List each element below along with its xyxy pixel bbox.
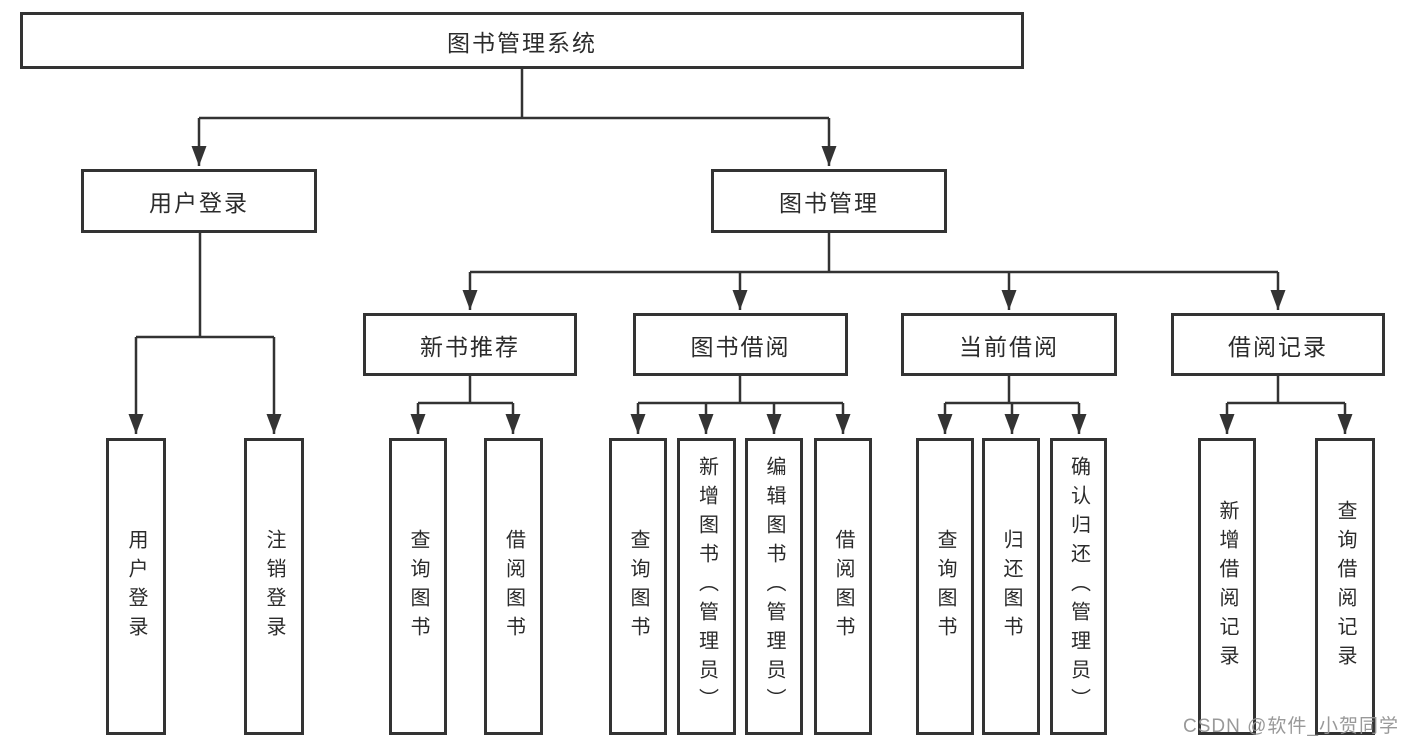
node-book-borrow-label: 图书借阅 bbox=[690, 333, 791, 360]
node-current-borrow: 当前借阅 bbox=[901, 313, 1117, 376]
leaf-add-borrow-record-label: 新增借阅记录 bbox=[1216, 499, 1238, 674]
node-user-login: 用户登录 bbox=[81, 169, 317, 233]
leaf-confirm-return-admin-label: 确认归还（管理员） bbox=[1067, 456, 1090, 717]
leaf-user-login: 用户登录 bbox=[106, 438, 166, 735]
leaf-query-borrow-record: 查询借阅记录 bbox=[1315, 438, 1375, 735]
node-new-book-recommend-label: 新书推荐 bbox=[420, 333, 520, 360]
leaf-return-book: 归还图书 bbox=[982, 438, 1040, 735]
leaf-add-book-admin: 新增图书（管理员） bbox=[677, 438, 736, 735]
node-root-system: 图书管理系统 bbox=[20, 12, 1024, 69]
leaf-borrow-books-recommend-label: 借阅图书 bbox=[502, 528, 525, 645]
leaf-add-book-admin-label: 新增图书（管理员） bbox=[695, 456, 718, 717]
node-book-management: 图书管理 bbox=[711, 169, 947, 233]
watermark: CSDN @软件_小贺同学 bbox=[1183, 716, 1399, 737]
node-new-book-recommend: 新书推荐 bbox=[363, 313, 577, 376]
node-root-system-label: 图书管理系统 bbox=[447, 29, 597, 56]
leaf-query-books-borrow: 查询图书 bbox=[609, 438, 667, 735]
node-borrow-records: 借阅记录 bbox=[1171, 313, 1385, 376]
leaf-return-book-label: 归还图书 bbox=[1000, 528, 1022, 645]
node-current-borrow-label: 当前借阅 bbox=[959, 333, 1059, 360]
leaf-add-borrow-record: 新增借阅记录 bbox=[1198, 438, 1256, 735]
leaf-query-books-recommend-label: 查询图书 bbox=[407, 528, 429, 645]
leaf-confirm-return-admin: 确认归还（管理员） bbox=[1050, 438, 1107, 735]
leaf-query-books-borrow-label: 查询图书 bbox=[627, 528, 649, 645]
leaf-borrow-books-label: 借阅图书 bbox=[832, 528, 854, 645]
leaf-edit-book-admin: 编辑图书（管理员） bbox=[745, 438, 803, 735]
leaf-logout-label: 注销登录 bbox=[263, 528, 285, 645]
leaf-edit-book-admin-label: 编辑图书（管理员） bbox=[763, 456, 785, 717]
leaf-query-borrow-record-label: 查询借阅记录 bbox=[1334, 499, 1356, 674]
leaf-query-books-current: 查询图书 bbox=[916, 438, 974, 735]
leaf-query-books-current-label: 查询图书 bbox=[934, 528, 956, 645]
node-borrow-records-label: 借阅记录 bbox=[1228, 333, 1328, 360]
leaf-logout: 注销登录 bbox=[244, 438, 304, 735]
leaf-user-login-label: 用户登录 bbox=[125, 528, 147, 645]
leaf-borrow-books-recommend: 借阅图书 bbox=[484, 438, 543, 735]
leaf-borrow-books: 借阅图书 bbox=[814, 438, 872, 735]
leaf-query-books-recommend: 查询图书 bbox=[389, 438, 447, 735]
node-user-login-label: 用户登录 bbox=[149, 190, 249, 216]
node-book-management-label: 图书管理 bbox=[779, 190, 879, 216]
node-book-borrow: 图书借阅 bbox=[633, 313, 848, 376]
